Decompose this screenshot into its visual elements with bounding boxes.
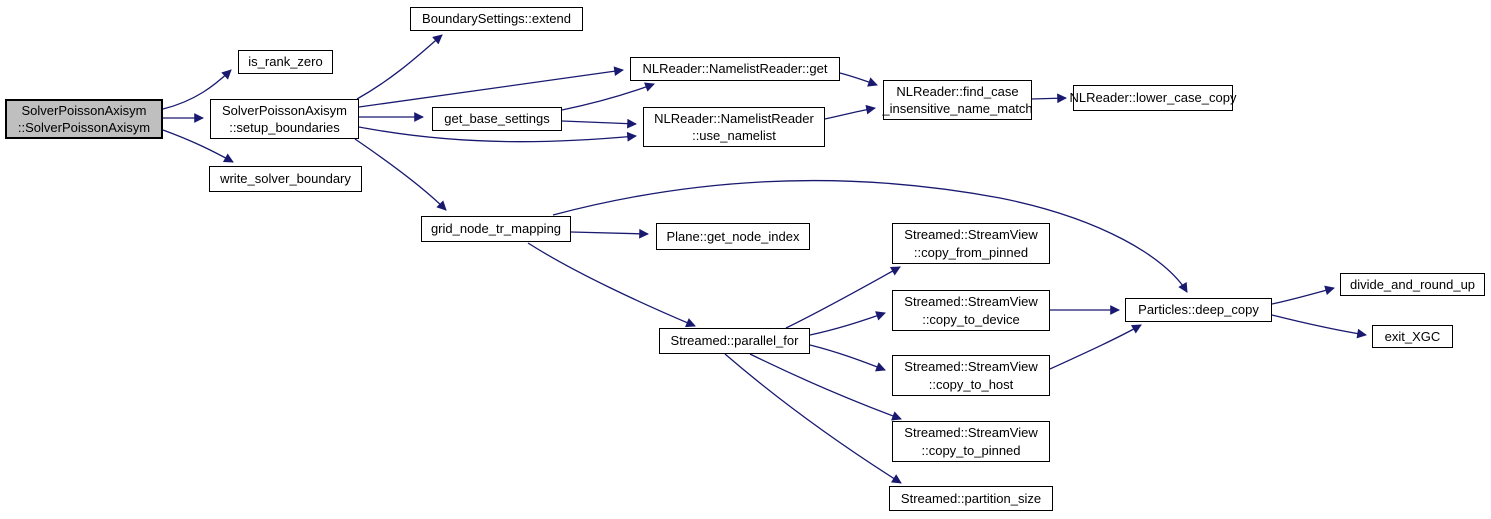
edge-setup-boundaries-to-namelist-get [358, 66, 624, 108]
edge-setup-boundaries-to-extend [356, 34, 443, 100]
node-solver-poisson-axisym-constructor: SolverPoissonAxisym ::SolverPoissonAxisy… [5, 99, 163, 139]
node-setup-boundaries[interactable]: SolverPoissonAxisym ::setup_boundaries [210, 99, 359, 139]
node-copy-to-host[interactable]: Streamed::StreamView ::copy_to_host [892, 355, 1050, 396]
node-particles-deep-copy[interactable]: Particles::deep_copy [1125, 298, 1272, 322]
edge-parallel-for-to-copy-to-pinned [749, 353, 902, 421]
edge-setup-boundaries-to-use-namelist [358, 126, 637, 143]
node-get-base-settings[interactable]: get_base_settings [432, 107, 562, 131]
edge-parallel-for-to-copy-from-pinned [785, 266, 901, 329]
node-copy-from-pinned[interactable]: Streamed::StreamView ::copy_from_pinned [892, 223, 1050, 264]
node-write-solver-boundary[interactable]: write_solver_boundary [209, 166, 362, 192]
edge-deep-copy-to-divide-and-round-up [1271, 285, 1335, 305]
node-lower-case-copy[interactable]: NLReader::lower_case_copy [1070, 85, 1236, 111]
edge-parallel-for-to-partition-size [724, 353, 902, 484]
node-copy-to-pinned[interactable]: Streamed::StreamView ::copy_to_pinned [892, 421, 1050, 462]
node-plane-get-node-index[interactable]: Plane::get_node_index [656, 223, 810, 250]
node-find-case-insensitive-name-match[interactable]: NLReader::find_case _insensitive_name_ma… [882, 80, 1033, 120]
edge-copy-to-host-to-deep-copy [1049, 324, 1142, 370]
edge-parallel-for-to-copy-to-host [809, 344, 886, 372]
edge-grid-map-to-deep-copy [552, 179, 1188, 293]
node-divide-and-round-up[interactable]: divide_and_round_up [1340, 273, 1485, 296]
node-partition-size[interactable]: Streamed::partition_size [889, 486, 1053, 511]
edge-deep-copy-to-exit-xgc [1271, 314, 1367, 339]
edge-root-to-is-rank-zero [162, 69, 232, 110]
edge-find-case-to-lower-case-copy [1031, 93, 1067, 104]
edge-use-namelist-to-find-case [824, 104, 876, 120]
edge-namelist-get-to-find-case [839, 72, 878, 87]
edge-get-base-settings-to-namelist-get [561, 82, 655, 111]
edge-setup-boundaries-to-grid-node-tr-mapping [354, 138, 447, 211]
node-is-rank-zero[interactable]: is_rank_zero [238, 50, 333, 74]
edge-root-to-write-solver-boundary [162, 129, 234, 163]
node-boundary-settings-extend[interactable]: BoundarySettings::extend [410, 7, 583, 31]
edge-get-base-settings-to-use-namelist [561, 118, 637, 129]
node-grid-node-tr-mapping[interactable]: grid_node_tr_mapping [421, 216, 571, 242]
node-copy-to-device[interactable]: Streamed::StreamView ::copy_to_device [892, 290, 1050, 331]
edge-grid-map-to-parallel-for [527, 242, 696, 328]
node-exit-xgc[interactable]: exit_XGC [1372, 325, 1453, 348]
node-namelist-reader-get[interactable]: NLReader::NamelistReader::get [630, 57, 840, 81]
edge-grid-map-to-get-node-index [570, 228, 649, 239]
node-use-namelist[interactable]: NLReader::NamelistReader ::use_namelist [643, 107, 825, 147]
edge-parallel-for-to-copy-to-device [809, 311, 886, 336]
node-streamed-parallel-for[interactable]: Streamed::parallel_for [659, 328, 810, 354]
